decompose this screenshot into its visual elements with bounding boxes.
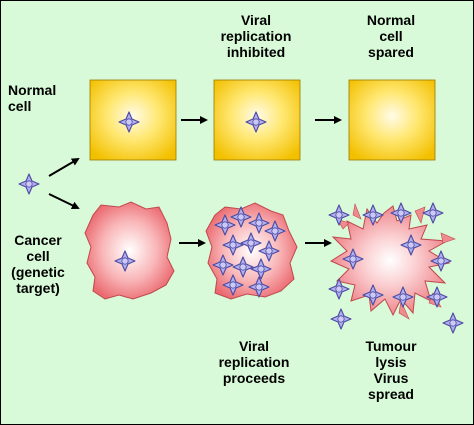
tumour-burst (329, 205, 451, 317)
virus-icon (442, 312, 464, 334)
virus-icon (422, 202, 444, 224)
tumour-fragments (336, 202, 456, 320)
label-normal-cell: Normal cell (8, 82, 57, 114)
label-normal-spared: Normal cell spared (366, 12, 416, 60)
label-tumour-lysis: Tumour lysis Virus spread (365, 338, 417, 402)
label-viral-proceeds: Viral replication proceeds (218, 338, 290, 386)
arrow-virus-to-normal (48, 157, 80, 177)
arrow-virus-to-cancer (48, 193, 80, 209)
virus-icon (18, 173, 40, 195)
virus-icon (426, 286, 448, 308)
label-cancer-cell: Cancer cell (genetic target) (11, 232, 65, 296)
virus-icon (330, 308, 352, 330)
label-viral-inhibited: Viral replication inhibited (220, 12, 292, 60)
normal-cell-3 (348, 79, 436, 161)
cancer-cell-1 (84, 201, 175, 300)
